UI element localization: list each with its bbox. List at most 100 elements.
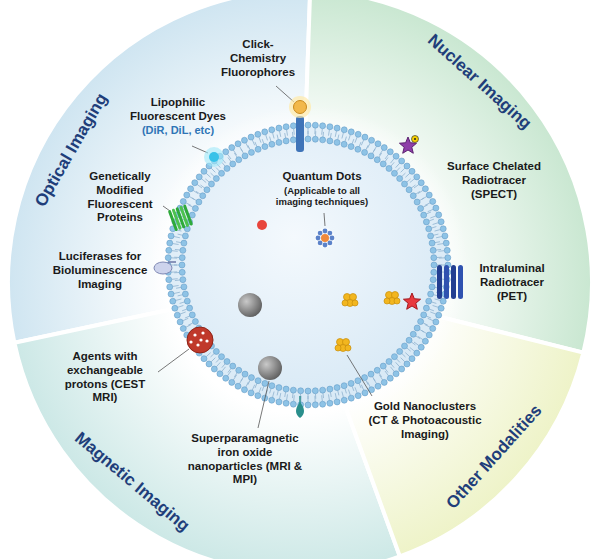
illustration-shape <box>429 309 434 311</box>
label-box: Luciferases for Bioluminescence Imaging <box>48 250 152 291</box>
illustration-shape <box>206 361 212 367</box>
illustration-shape <box>255 393 261 399</box>
illustration-shape <box>213 348 219 354</box>
callout-label: (Applicable to all imaging techniques) <box>272 185 372 208</box>
illustration-shape <box>438 305 444 311</box>
illustration-shape <box>171 128 445 402</box>
illustration-shape <box>328 241 333 246</box>
illustration-shape <box>305 136 311 142</box>
illustration-shape <box>154 262 172 274</box>
illustration-shape <box>414 350 420 356</box>
illustration-shape <box>397 176 403 182</box>
illustration-shape <box>316 236 321 241</box>
illustration-shape <box>444 265 449 299</box>
illustration-shape <box>428 291 434 297</box>
illustration-shape <box>255 146 261 152</box>
illustration-shape <box>399 366 405 372</box>
illustration-shape <box>255 131 261 137</box>
illustration-shape <box>328 394 330 400</box>
illustration-shape <box>421 212 427 218</box>
illustration-shape <box>179 136 437 394</box>
luciferase <box>154 262 176 274</box>
illustration-shape <box>312 136 318 142</box>
illustration-shape <box>318 231 323 236</box>
illustration-shape <box>173 243 179 245</box>
callout-label: Superparamagnetic iron oxide nanoparticl… <box>181 432 309 487</box>
illustration-shape <box>361 385 363 390</box>
illustration-shape <box>432 227 437 228</box>
illustration-shape <box>421 312 427 318</box>
click-fluorophore <box>289 96 311 152</box>
illustration-shape <box>362 149 368 155</box>
label-box: Click-Chemistry Fluorophores <box>218 38 298 79</box>
illustration-shape <box>269 383 275 389</box>
label-box: (DiR, DiL, etc) <box>128 124 228 137</box>
iron-oxide-particle <box>238 293 262 317</box>
illustration-shape <box>409 356 415 362</box>
illustration-shape <box>213 176 219 182</box>
illustration-shape <box>255 383 257 388</box>
illustration-shape <box>444 247 450 253</box>
illustration-shape <box>406 337 412 343</box>
illustration-shape <box>189 312 195 318</box>
illustration-shape <box>355 378 361 384</box>
illustration-shape <box>341 383 347 389</box>
illustration-shape <box>305 388 311 394</box>
callout-label: Click-Chemistry Fluorophores <box>218 38 298 79</box>
illustration-shape <box>422 338 428 344</box>
illustration-shape <box>179 262 185 268</box>
illustration-shape <box>402 343 408 349</box>
illustration-shape <box>405 173 409 177</box>
illustration-shape <box>208 181 214 187</box>
illustration-shape <box>167 284 173 290</box>
illustration-shape <box>262 139 264 144</box>
illustration-shape <box>241 387 247 393</box>
illustration-shape <box>292 132 294 137</box>
illustration-shape <box>277 391 278 396</box>
illustration-shape <box>234 373 237 377</box>
illustration-shape <box>438 219 444 225</box>
illustration-shape <box>230 363 236 369</box>
illustration-shape <box>348 129 354 135</box>
illustration-shape <box>252 385 254 390</box>
illustration-shape <box>177 319 183 325</box>
illustration-shape <box>429 219 434 221</box>
callout-label: Agents with exchangeable protons (CEST M… <box>55 350 155 405</box>
illustration-shape <box>387 149 393 155</box>
red-particle <box>257 220 267 230</box>
label-box: Quantum Dots <box>267 170 377 184</box>
illustration-shape <box>433 319 439 325</box>
illustration-shape <box>320 387 326 393</box>
illustration-shape <box>334 399 340 405</box>
illustration-shape <box>188 186 194 192</box>
illustration-shape <box>437 265 442 299</box>
illustration-shape <box>167 240 173 246</box>
illustration-shape <box>373 149 376 153</box>
illustration-shape <box>380 363 386 369</box>
illustration-shape <box>348 135 350 141</box>
illustration-shape <box>273 133 275 139</box>
illustration-shape <box>290 123 296 129</box>
illustration-shape <box>436 237 442 238</box>
illustration-shape <box>262 386 264 391</box>
label-box: (Applicable to all imaging techniques) <box>272 185 372 208</box>
illustration-shape <box>348 395 354 401</box>
illustration-shape <box>411 342 415 345</box>
illustration-shape <box>355 393 361 399</box>
illustration-shape <box>209 152 219 162</box>
illustration-shape <box>192 205 198 211</box>
illustration-shape <box>451 265 456 299</box>
illustration-shape <box>410 193 416 199</box>
illustration-shape <box>418 344 424 350</box>
label-box: Superparamagnetic iron oxide nanoparticl… <box>181 432 309 487</box>
illustration-shape <box>148 105 468 425</box>
illustration-shape <box>284 392 286 397</box>
illustration-shape <box>183 204 193 226</box>
illustration-shape <box>418 205 424 211</box>
illustration-shape <box>242 371 248 377</box>
illustration-shape <box>283 138 289 144</box>
illustration-shape <box>188 323 192 325</box>
illustration-shape <box>201 356 207 362</box>
illustration-shape <box>172 278 178 280</box>
illustration-shape <box>269 127 275 133</box>
